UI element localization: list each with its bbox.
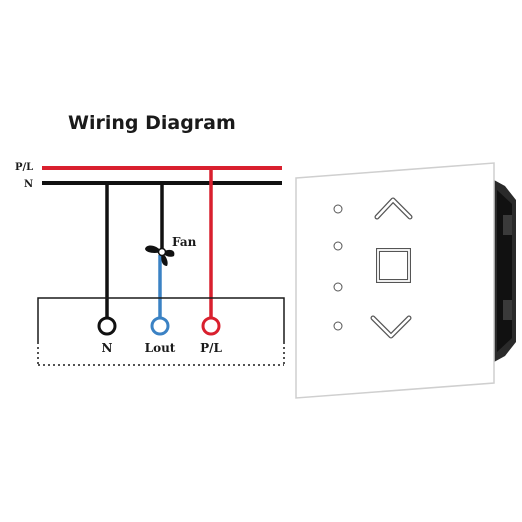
indicator-dot <box>333 321 343 331</box>
phase-line-label: P/L <box>15 162 33 173</box>
indicator-dot <box>333 204 343 214</box>
switch-enclosure <box>37 297 285 342</box>
terminal-n-label: N <box>102 341 113 355</box>
fan-label: Fan <box>172 235 197 249</box>
fan-icon <box>145 245 175 266</box>
terminal-lout <box>150 316 170 336</box>
terminal-n <box>97 316 117 336</box>
square-icon[interactable] <box>376 248 411 283</box>
chevron-down-icon[interactable] <box>370 315 412 339</box>
terminal-lout-label: Lout <box>145 341 176 355</box>
terminal-pl <box>201 316 221 336</box>
switch-device <box>295 162 516 399</box>
indicator-dot <box>333 241 343 251</box>
indicator-dot <box>333 282 343 292</box>
terminal-pl-label: P/L <box>200 341 222 355</box>
neutral-line-label: N <box>24 179 33 190</box>
diagram-title: Wiring Diagram <box>68 112 236 134</box>
chevron-up-icon[interactable] <box>374 197 413 220</box>
